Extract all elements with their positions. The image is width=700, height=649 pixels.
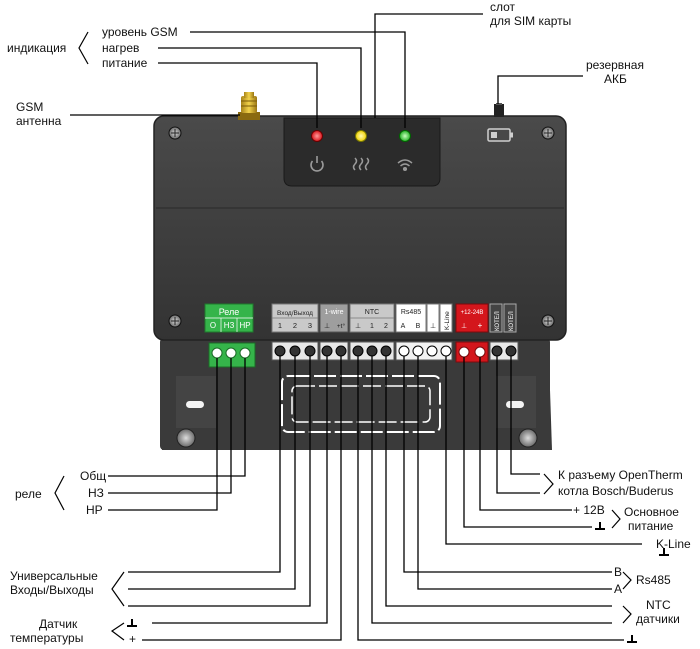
gsm-led	[399, 130, 411, 142]
relay-nr: НР	[239, 321, 250, 330]
relay-nz: НЗ	[224, 321, 235, 330]
screw-top-right	[541, 126, 555, 140]
power-plus: +	[478, 321, 483, 330]
onewire-label-block	[319, 303, 349, 333]
terminal-panel: Реле О НЗ НР Вход/Выход 1 2 3 1-wire +t°…	[204, 303, 517, 333]
device-body	[153, 92, 567, 450]
onewire-header: 1-wire	[324, 309, 343, 316]
gnd-icon: ⊥	[430, 323, 436, 330]
gnd-label-block	[426, 303, 440, 333]
relay-header: Реле	[219, 307, 240, 317]
power-header: +12-24В	[461, 310, 484, 316]
label-k-line: K-Line	[656, 537, 691, 551]
io-1: 1	[278, 321, 282, 330]
io-2: 2	[293, 321, 297, 330]
ntc-1: 1	[370, 323, 374, 330]
label-sim-slot-1: слот	[490, 0, 516, 14]
signal-icon	[397, 159, 413, 172]
label-indication: индикация	[7, 41, 67, 55]
io-header: Вход/Выход	[277, 310, 313, 317]
relay-o: О	[210, 321, 216, 330]
label-temp-sensor-1: Датчик	[39, 617, 78, 631]
power-icon	[310, 156, 324, 172]
kline-label: K-Line	[444, 311, 451, 330]
rs485-label-block	[395, 303, 427, 333]
battery-connector	[494, 104, 504, 117]
label-temp-sensor-2: температуры	[10, 631, 84, 645]
device-housing	[153, 115, 567, 341]
ntc-gnd-icon: ⊥	[355, 323, 361, 330]
kotel-label-2	[503, 303, 517, 333]
label-rs485: Rs485	[636, 573, 671, 587]
ntc-2: 2	[384, 323, 388, 330]
ground-symbols	[127, 522, 669, 643]
kotel-text-2: КОТЕЛ	[509, 311, 515, 331]
kline-label-block	[439, 303, 453, 333]
heating-led	[355, 130, 367, 142]
kotel-label-1	[489, 303, 503, 333]
label-opentherm-2: котла Bosch/Buderus	[558, 484, 674, 498]
rs485-header: Rs485	[401, 309, 421, 316]
label-ntc-2: датчики	[636, 612, 680, 626]
power-led	[311, 130, 323, 142]
label-opentherm-1: К разъему OpenTherm	[558, 468, 683, 482]
ground-icon-ntc	[627, 635, 637, 643]
battery-icon	[487, 128, 513, 142]
label-gsm-antenna-2: антенна	[16, 114, 62, 128]
label-heating: нагрев	[102, 41, 140, 55]
label-plus-12v: + 12В	[573, 503, 605, 517]
power-gnd-icon: ⊥	[461, 323, 467, 330]
label-common: Общ	[80, 469, 107, 483]
heating-icon	[352, 157, 370, 171]
io-3: 3	[308, 321, 312, 330]
label-main-power-1: Основное	[624, 505, 679, 519]
label-relay: реле	[15, 487, 42, 501]
screw-bottom-right	[518, 428, 538, 448]
rs485-a: A	[401, 323, 406, 330]
label-universal-io-1: Универсальные	[10, 569, 98, 583]
label-gsm-antenna-1: GSM	[16, 100, 44, 114]
label-backup-battery-2: АКБ	[604, 72, 627, 86]
indicator-window	[283, 117, 441, 187]
label-nc: НЗ	[88, 486, 104, 500]
label-ntc-1: NTC	[646, 598, 671, 612]
screw-bottom-left	[176, 428, 196, 448]
leader-lines	[54, 13, 642, 641]
mount-slot-left	[186, 401, 204, 408]
label-backup-battery-1: резервная	[586, 58, 644, 72]
onewire-plus: +t°	[337, 322, 346, 330]
label-no: НР	[86, 503, 103, 517]
screw-top-left	[168, 126, 182, 140]
ground-icon-temp	[127, 619, 137, 627]
label-plus-temp: +	[129, 632, 137, 646]
label-sim-slot-2: для SIM карты	[490, 14, 572, 28]
label-main-power-2: питание	[628, 519, 674, 533]
label-power: питание	[102, 56, 148, 70]
onewire-gnd-icon: ⊥	[324, 323, 330, 330]
screw-mid-right	[541, 314, 555, 328]
kotel-text-1: КОТЕЛ	[495, 311, 501, 331]
mount-slot-right	[506, 401, 524, 408]
power-label-block	[455, 303, 489, 333]
ground-icon-power	[595, 522, 605, 530]
device-base-plate	[160, 338, 550, 450]
label-universal-io-2: Входы/Выходы	[10, 583, 94, 597]
label-b: B	[614, 565, 623, 579]
ntc-header: NTC	[365, 309, 379, 316]
cable-recess-inner	[291, 385, 431, 423]
rs485-terminal	[395, 341, 453, 361]
rs485-b: B	[416, 323, 421, 330]
label-gsm-level: уровень GSM	[102, 25, 178, 39]
cable-recess	[281, 375, 441, 433]
ground-icon-kline	[659, 548, 669, 556]
label-a: A	[614, 582, 623, 596]
gsm-antenna	[238, 92, 260, 120]
screw-mid-left	[168, 314, 182, 328]
